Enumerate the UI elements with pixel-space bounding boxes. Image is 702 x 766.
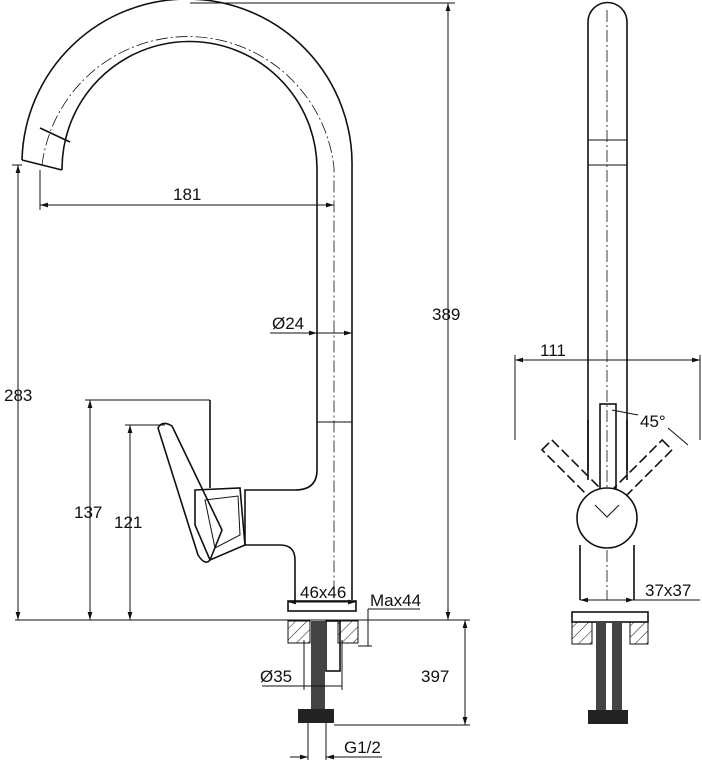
- hose: [311, 621, 325, 709]
- front-base-plate: [571, 611, 649, 623]
- dim-handle-top: 137: [74, 503, 102, 522]
- handle-lever: [157, 422, 223, 563]
- dim-base-front: 37x37: [645, 581, 691, 600]
- dim-max-counter: Max44: [370, 591, 421, 610]
- dim-handle-span: 111: [540, 341, 566, 360]
- handle-body: [194, 487, 246, 562]
- side-view: 181 283 389 Ø24 137 121 46x46 Max44 Ø35 …: [4, 0, 470, 760]
- front-tube: [587, 1, 628, 470]
- dim-hole-diameter: Ø35: [260, 667, 292, 686]
- dim-total-height: 389: [432, 305, 460, 324]
- spout-outer: [21, 0, 353, 600]
- front-view: 111 45° 37x37: [514, 1, 701, 724]
- dim-hose-length: 397: [421, 667, 449, 686]
- spout-inner: [61, 40, 318, 470]
- dim-spout-reach: 181: [173, 185, 201, 204]
- dim-handle-angle: 45°: [640, 412, 666, 431]
- front-body: [579, 420, 635, 600]
- dim-thread: G1/2: [344, 738, 381, 757]
- dim-base-side: 46x46: [300, 583, 346, 602]
- body: [244, 469, 318, 600]
- dim-spout-height: 283: [4, 386, 32, 405]
- dim-tube-diameter: Ø24: [272, 314, 304, 333]
- cartridge: [576, 487, 638, 549]
- dim-handle-pivot: 121: [114, 513, 142, 532]
